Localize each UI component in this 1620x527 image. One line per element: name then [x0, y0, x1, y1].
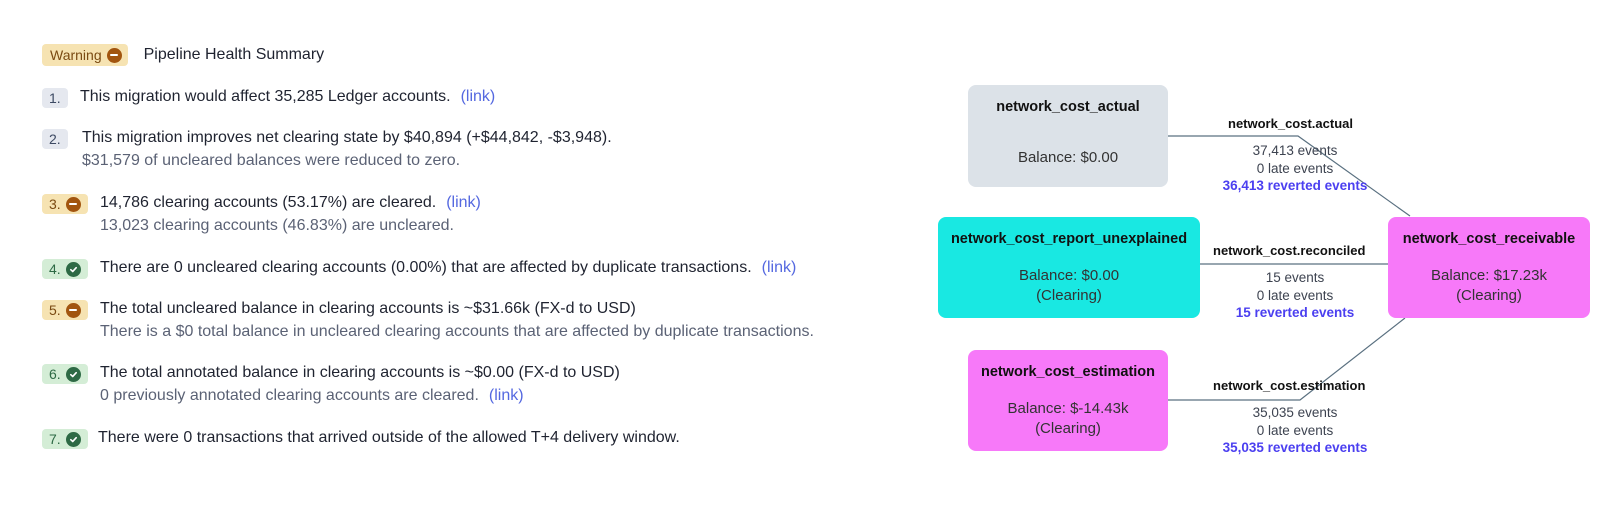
edge-label: network_cost.reconciled: [1213, 243, 1366, 258]
item-link[interactable]: (link): [446, 194, 481, 211]
item-text: 14,786 clearing accounts (53.17%) are cl…: [100, 194, 481, 211]
item-text: There were 0 transactions that arrived o…: [98, 429, 680, 446]
edge-late-events: 0 late events: [1256, 422, 1334, 438]
stop-icon: [65, 302, 81, 318]
warning-badge-label: Warning: [50, 47, 102, 63]
item-link[interactable]: (link): [761, 259, 797, 276]
item-text: The total annotated balance in clearing …: [100, 364, 620, 381]
edge-late-events: 0 late events: [1256, 160, 1334, 176]
node-name: network_cost_estimation: [980, 364, 1156, 380]
node-clearing-label: (Clearing): [1035, 420, 1101, 437]
node-balance: Balance: $0.00: [1017, 149, 1119, 166]
node-network-cost-receivable[interactable]: network_cost_receivable Balance: $17.23k…: [1388, 217, 1590, 318]
edge-reverted-events: 36,413 reverted events: [1222, 178, 1368, 193]
edge-label: network_cost.estimation: [1213, 378, 1366, 393]
item-number-badge: 6.: [42, 364, 88, 384]
node-network-cost-estimation[interactable]: network_cost_estimation Balance: $-14.43…: [968, 350, 1168, 451]
node-clearing-label: (Clearing): [1036, 287, 1102, 304]
item-subtext: 0 previously annotated clearing accounts…: [100, 387, 524, 404]
node-balance: Balance: $-14.43k: [1007, 400, 1129, 417]
edge-events: 37,413 events: [1252, 143, 1338, 158]
check-icon: [65, 261, 81, 277]
item-number-badge: 2.: [42, 129, 68, 149]
edge-reverted-events: 35,035 reverted events: [1222, 440, 1368, 455]
edge-stats: 15 events 0 late events 15 reverted even…: [1205, 269, 1385, 322]
pipeline-health-summary: Warning Pipeline Health Summary 1. This …: [42, 44, 902, 449]
item-link[interactable]: (link): [488, 387, 524, 404]
item-number-badge: 1.: [42, 88, 68, 108]
stop-icon: [106, 47, 122, 63]
edge-events: 15 events: [1265, 270, 1325, 285]
node-name: network_cost_receivable: [1402, 231, 1576, 247]
item-number-badge: 3.: [42, 194, 88, 214]
summary-title: Pipeline Health Summary: [143, 46, 325, 63]
stop-icon: [65, 196, 81, 212]
item-link[interactable]: (link): [460, 88, 496, 105]
edge-line-actual: [1168, 135, 1411, 217]
node-clearing-label: (Clearing): [1456, 287, 1522, 304]
edge-stats: 37,413 events 0 late events 36,413 rever…: [1205, 142, 1385, 195]
item-text: There are 0 uncleared clearing accounts …: [100, 259, 797, 276]
item-number-badge: 5.: [42, 300, 88, 320]
item-number-badge: 7.: [42, 429, 88, 449]
warning-badge: Warning: [42, 44, 128, 66]
edge-line-estimation: [1168, 317, 1406, 401]
item-text: The total uncleared balance in clearing …: [100, 300, 636, 317]
check-icon: [65, 366, 81, 382]
node-network-cost-report-unexplained[interactable]: network_cost_report_unexplained Balance:…: [938, 217, 1200, 318]
item-subtext: There is a $0 total balance in uncleared…: [100, 323, 814, 340]
edge-events: 35,035 events: [1252, 405, 1338, 420]
edge-reverted-events: 15 reverted events: [1235, 305, 1355, 320]
summary-header: Warning Pipeline Health Summary: [42, 44, 902, 66]
item-number-badge: 4.: [42, 259, 88, 279]
node-network-cost-actual[interactable]: network_cost_actual Balance: $0.00: [968, 85, 1168, 187]
node-name: network_cost_report_unexplained: [950, 231, 1188, 247]
edge-stats: 35,035 events 0 late events 35,035 rever…: [1205, 404, 1385, 457]
edge-label: network_cost.actual: [1228, 116, 1353, 131]
node-balance: Balance: $17.23k: [1431, 267, 1547, 284]
item-text: This migration improves net clearing sta…: [82, 129, 612, 146]
item-subtext: $31,579 of uncleared balances were reduc…: [82, 152, 461, 169]
edge-late-events: 0 late events: [1256, 287, 1334, 303]
item-subtext: 13,023 clearing accounts (46.83%) are un…: [100, 217, 454, 234]
node-balance: Balance: $0.00: [1018, 267, 1120, 284]
item-text: This migration would affect 35,285 Ledge…: [80, 88, 496, 105]
check-icon: [65, 431, 81, 447]
node-name: network_cost_actual: [996, 99, 1140, 115]
